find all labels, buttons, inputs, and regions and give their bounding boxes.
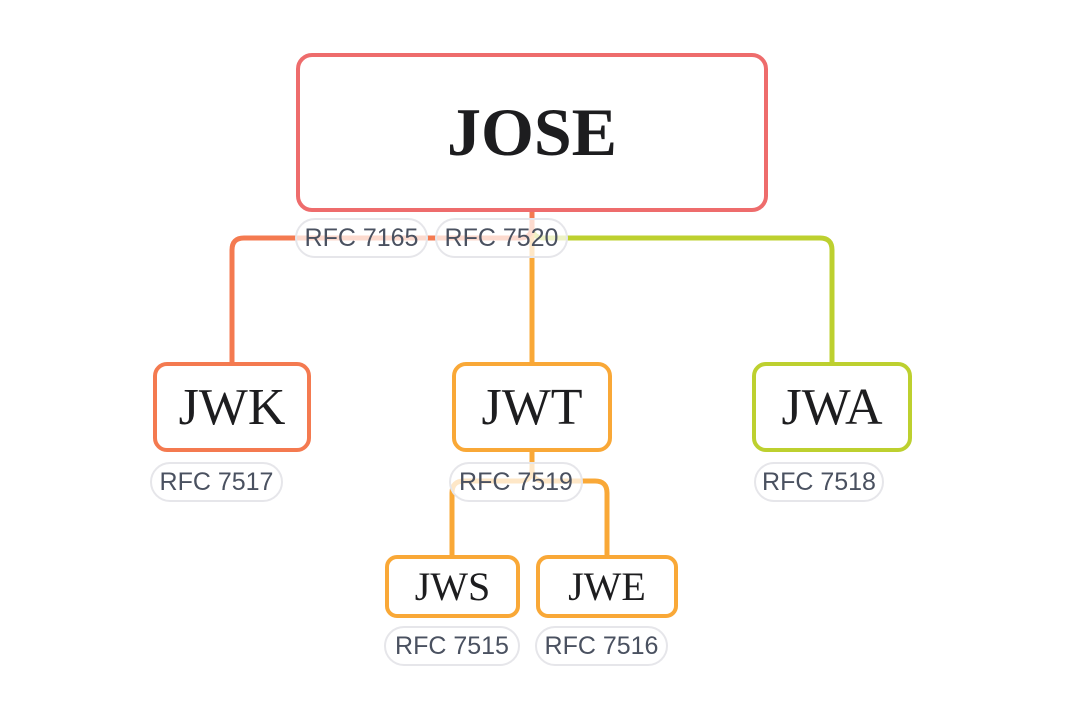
- node-jwe-label: JWE: [568, 564, 646, 609]
- rfc-tag-jwt-7519: RFC 7519: [449, 462, 583, 502]
- node-jwt: JWT: [452, 362, 612, 452]
- node-jwa: JWA: [752, 362, 912, 452]
- rfc-tag-jws-7515: RFC 7515: [384, 626, 520, 666]
- node-jose-label: JOSE: [446, 94, 618, 170]
- node-jwk: JWK: [153, 362, 311, 452]
- node-jwa-label: JWA: [781, 378, 883, 436]
- node-jwk-label: JWK: [178, 378, 286, 436]
- edge-jose-jwa: [529, 212, 835, 364]
- rfc-tag-jose-7165: RFC 7165: [295, 218, 428, 258]
- node-jwt-label: JWT: [481, 378, 583, 436]
- rfc-tag-jwe-7516: RFC 7516: [535, 626, 668, 666]
- rfc-tag-jose-7520: RFC 7520: [435, 218, 568, 258]
- node-jwe: JWE: [536, 555, 678, 618]
- node-jose: JOSE: [296, 53, 768, 212]
- node-jws: JWS: [385, 555, 520, 618]
- rfc-tag-jwa-7518: RFC 7518: [754, 462, 884, 502]
- rfc-tag-jwk-7517: RFC 7517: [150, 462, 283, 502]
- node-jws-label: JWS: [414, 564, 491, 609]
